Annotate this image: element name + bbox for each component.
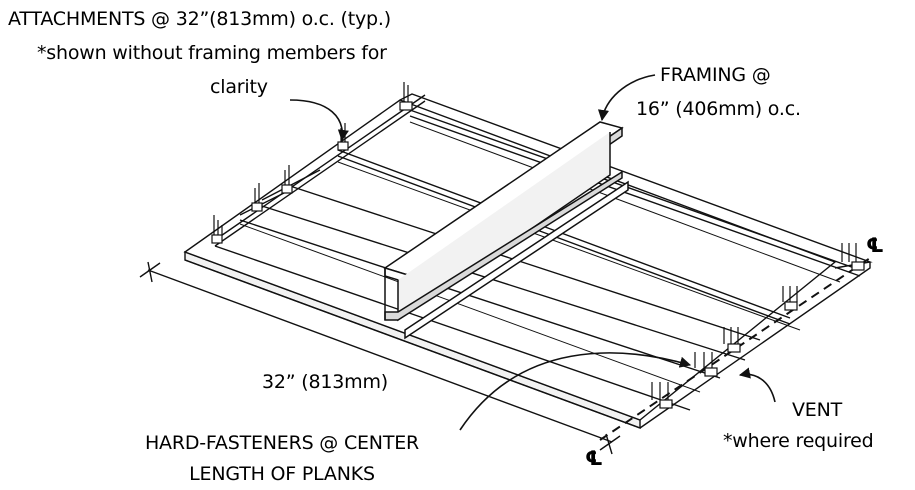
attachment-clip xyxy=(723,327,741,353)
attachments-label-line2: *shown without framing members for xyxy=(37,42,387,64)
vent-leader xyxy=(738,367,776,403)
groove-1 xyxy=(214,94,426,247)
fasteners-leader xyxy=(459,352,692,431)
centerline-symbol-right: ℄ xyxy=(866,233,884,257)
groove-1-long xyxy=(214,245,691,411)
framing-label-line1: FRAMING @ xyxy=(660,64,771,86)
attachment-clip xyxy=(251,183,263,212)
attachment-clip xyxy=(651,382,673,409)
attachments-leader xyxy=(289,99,349,142)
attachment-clips xyxy=(211,82,865,409)
attachments-label-line1: ATTACHMENTS @ 32”(813mm) o.c. (typ.) xyxy=(8,8,391,30)
attachments-label-line3: clarity xyxy=(210,76,268,98)
vent-label-line2: *where required xyxy=(723,430,874,452)
groove-2 xyxy=(239,189,721,379)
attachment-clip xyxy=(782,286,798,311)
groove-5 xyxy=(337,149,791,325)
framing-leader xyxy=(597,74,656,122)
centerline-dashed xyxy=(599,257,871,441)
attachment-clip xyxy=(841,243,865,271)
groove-6 xyxy=(409,109,861,277)
dimension-line xyxy=(139,261,621,455)
groove-4 xyxy=(289,185,761,341)
centerline-symbol-bottom: ℄ xyxy=(585,446,603,470)
attachment-clip xyxy=(694,352,718,377)
dimension-label: 32” (813mm) xyxy=(262,371,388,393)
framing-label-line2: 16” (406mm) o.c. xyxy=(636,98,801,120)
framing-member xyxy=(383,121,629,340)
attachment-clip xyxy=(211,215,223,244)
fasteners-label-line2: LENGTH OF PLANKS xyxy=(189,463,375,485)
attachment-clip xyxy=(399,82,413,111)
attachment-clip xyxy=(281,165,293,194)
fasteners-label-line1: HARD-FASTENERS @ CENTER xyxy=(144,432,420,454)
vent-label-line1: VENT xyxy=(792,399,843,421)
